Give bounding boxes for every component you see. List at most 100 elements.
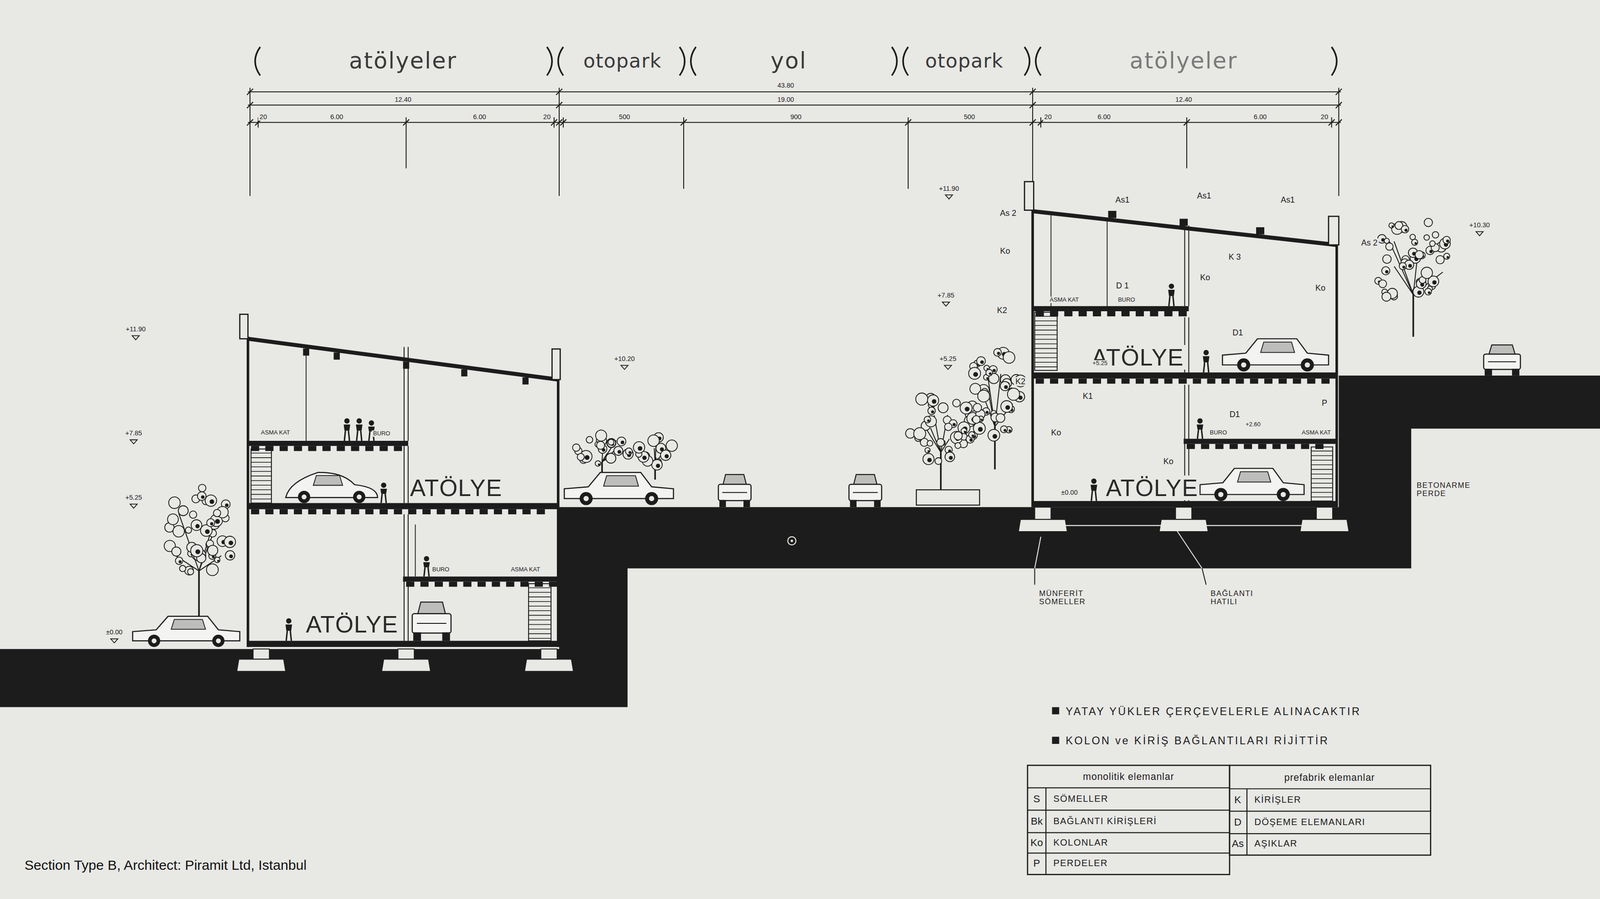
table-cell: AŞIKLAR bbox=[1252, 838, 1299, 849]
person-body bbox=[1202, 355, 1210, 363]
caption: Section Type B, Architect: Piramit Ltd, … bbox=[24, 857, 307, 873]
tree-foliage bbox=[1381, 266, 1390, 275]
tree-shade bbox=[988, 372, 992, 375]
floor-rib bbox=[477, 581, 486, 587]
table-frame bbox=[1027, 764, 1230, 874]
tree-foliage bbox=[1409, 233, 1416, 240]
tree-shade bbox=[1414, 241, 1417, 245]
floor-rib bbox=[1293, 378, 1302, 384]
floor-rib bbox=[1315, 443, 1324, 449]
stair-tread bbox=[1034, 338, 1058, 340]
element-code: K1 bbox=[1081, 391, 1095, 400]
stair-tread bbox=[528, 619, 551, 621]
footing-neck bbox=[1316, 506, 1333, 520]
floor-rib bbox=[1135, 378, 1144, 384]
stair-tread bbox=[1311, 487, 1333, 489]
extension-line bbox=[1032, 87, 1034, 196]
tree-shade bbox=[620, 440, 625, 445]
car-body bbox=[564, 472, 674, 499]
floor-rib bbox=[1121, 311, 1130, 317]
stair bbox=[250, 448, 272, 504]
tree-shade bbox=[992, 368, 996, 373]
tree-foliage bbox=[973, 403, 982, 412]
floor-rib bbox=[336, 445, 345, 451]
floor-rib bbox=[493, 509, 503, 515]
dimension-text: 20 bbox=[1043, 114, 1054, 121]
dimension-tick bbox=[555, 88, 562, 95]
stair-tread bbox=[250, 452, 272, 454]
floor-slab bbox=[1032, 306, 1189, 312]
person-leg bbox=[1197, 429, 1199, 439]
person-head bbox=[423, 555, 430, 562]
tree-shade bbox=[1404, 228, 1408, 232]
column bbox=[1184, 225, 1185, 307]
car-grille bbox=[852, 491, 878, 493]
tree-foliage bbox=[179, 565, 187, 572]
floor-rib bbox=[394, 509, 403, 515]
person bbox=[343, 418, 351, 441]
tree-foliage bbox=[197, 491, 207, 501]
tree-shade bbox=[1003, 428, 1007, 432]
stair-tread bbox=[1034, 334, 1058, 336]
car-side bbox=[1222, 338, 1329, 372]
floor-rib bbox=[1178, 378, 1187, 384]
dimension-tick bbox=[403, 119, 410, 126]
column bbox=[403, 445, 405, 503]
person-leg bbox=[385, 493, 387, 503]
annotation: BAĞLANTI HATILI bbox=[1209, 589, 1255, 606]
floor-rib bbox=[520, 581, 529, 587]
tree-foliage bbox=[936, 438, 945, 447]
floor-rib bbox=[1064, 311, 1073, 317]
table-cell: As bbox=[1230, 838, 1246, 849]
tree-foliage bbox=[184, 566, 194, 575]
person bbox=[380, 482, 387, 503]
floor-rib bbox=[1064, 378, 1073, 384]
tree-foliage bbox=[1388, 222, 1394, 228]
room-name: ATÖLYE bbox=[1104, 475, 1200, 500]
car-wheel bbox=[743, 499, 750, 508]
stair bbox=[1034, 311, 1058, 370]
car-wheel bbox=[297, 490, 311, 504]
floor-rib bbox=[451, 509, 460, 515]
tree-shade bbox=[228, 554, 233, 558]
tree-shade bbox=[963, 430, 967, 433]
extension-line bbox=[249, 87, 251, 196]
tree-foliage bbox=[973, 421, 986, 434]
tree-foliage bbox=[976, 356, 986, 366]
level-triangle bbox=[620, 365, 629, 370]
tree-shade bbox=[584, 454, 590, 460]
person-head bbox=[1168, 283, 1175, 289]
tree-foliage bbox=[950, 431, 963, 444]
tree-foliage bbox=[596, 441, 605, 450]
person-head bbox=[1197, 418, 1203, 424]
floor-rib bbox=[1307, 378, 1316, 384]
tree-shade bbox=[597, 462, 601, 466]
person-leg bbox=[290, 630, 291, 641]
tree-trunk bbox=[197, 570, 200, 618]
floor-rib bbox=[1106, 311, 1116, 317]
tree-foliage bbox=[935, 457, 942, 465]
parapet bbox=[551, 348, 561, 380]
tree-foliage bbox=[577, 453, 585, 461]
room-label: +2.60 bbox=[1244, 420, 1263, 428]
floor-rib bbox=[365, 445, 374, 451]
tree-shade bbox=[980, 360, 984, 364]
floor-rib bbox=[1264, 378, 1273, 384]
person-head bbox=[285, 618, 292, 624]
table-header: prefabrik elemanlar bbox=[1283, 772, 1377, 783]
dimension-tick bbox=[1335, 102, 1342, 109]
car-wheel bbox=[644, 491, 659, 505]
tree-shade bbox=[642, 455, 647, 460]
tree-shade bbox=[195, 549, 201, 555]
wall bbox=[556, 377, 560, 647]
floor-rib bbox=[1321, 378, 1330, 384]
dimension-text: 12.40 bbox=[393, 96, 413, 104]
car-side bbox=[564, 472, 674, 505]
tree-foliage bbox=[972, 415, 981, 424]
tree-foliage bbox=[924, 447, 930, 453]
person bbox=[285, 618, 292, 641]
dimension-text: 6.00 bbox=[471, 114, 488, 121]
footing-neck bbox=[253, 648, 270, 659]
floor-rib bbox=[1092, 378, 1102, 384]
element-code: Ko bbox=[1162, 456, 1175, 466]
